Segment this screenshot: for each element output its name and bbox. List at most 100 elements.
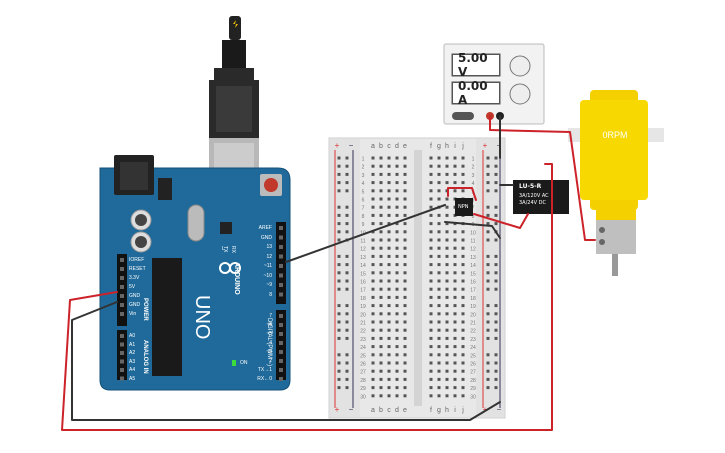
breadboard-hole[interactable] bbox=[461, 320, 465, 324]
breadboard-hole[interactable] bbox=[437, 295, 441, 299]
breadboard-hole[interactable] bbox=[371, 263, 375, 267]
breadboard-hole[interactable] bbox=[461, 328, 465, 332]
breadboard-hole[interactable] bbox=[387, 222, 391, 226]
digital-header-pin[interactable] bbox=[279, 377, 283, 381]
analog-header-pin[interactable] bbox=[120, 342, 124, 347]
breadboard-hole[interactable] bbox=[395, 369, 399, 373]
breadboard-hole[interactable] bbox=[395, 394, 399, 398]
rail-hole[interactable] bbox=[486, 189, 490, 193]
rail-hole[interactable] bbox=[345, 181, 349, 185]
breadboard-hole[interactable] bbox=[461, 304, 465, 308]
power-header-pin[interactable] bbox=[120, 312, 124, 316]
breadboard-hole[interactable] bbox=[395, 386, 399, 390]
breadboard-hole[interactable] bbox=[453, 254, 457, 258]
rail-hole[interactable] bbox=[494, 181, 498, 185]
breadboard-hole[interactable] bbox=[379, 377, 383, 381]
breadboard-hole[interactable] bbox=[371, 304, 375, 308]
rail-hole[interactable] bbox=[494, 156, 498, 160]
rail-hole[interactable] bbox=[494, 238, 498, 242]
rail-hole[interactable] bbox=[494, 304, 498, 308]
breadboard-hole[interactable] bbox=[461, 172, 465, 176]
breadboard-hole[interactable] bbox=[387, 156, 391, 160]
rail-hole[interactable] bbox=[494, 222, 498, 226]
breadboard-hole[interactable] bbox=[379, 205, 383, 209]
breadboard-hole[interactable] bbox=[403, 369, 407, 373]
breadboard-hole[interactable] bbox=[403, 164, 407, 168]
digital-header-pin[interactable] bbox=[279, 332, 283, 336]
rail-hole[interactable] bbox=[337, 336, 341, 340]
rail-hole[interactable] bbox=[337, 304, 341, 308]
power-header-pin[interactable] bbox=[120, 267, 124, 271]
breadboard-hole[interactable] bbox=[429, 164, 433, 168]
breadboard-hole[interactable] bbox=[461, 181, 465, 185]
breadboard-hole[interactable] bbox=[395, 189, 399, 193]
breadboard-hole[interactable] bbox=[461, 295, 465, 299]
breadboard-hole[interactable] bbox=[379, 263, 383, 267]
breadboard-hole[interactable] bbox=[437, 213, 441, 217]
breadboard-hole[interactable] bbox=[453, 353, 457, 357]
breadboard-hole[interactable] bbox=[445, 377, 449, 381]
rail-hole[interactable] bbox=[337, 164, 341, 168]
rail-hole[interactable] bbox=[494, 205, 498, 209]
breadboard-hole[interactable] bbox=[437, 246, 441, 250]
breadboard-hole[interactable] bbox=[387, 230, 391, 234]
breadboard-hole[interactable] bbox=[437, 263, 441, 267]
breadboard-hole[interactable] bbox=[429, 279, 433, 283]
breadboard-hole[interactable] bbox=[403, 230, 407, 234]
digital-header-pin[interactable] bbox=[279, 368, 283, 372]
breadboard-hole[interactable] bbox=[453, 189, 457, 193]
breadboard-hole[interactable] bbox=[453, 320, 457, 324]
rail-hole[interactable] bbox=[345, 263, 349, 267]
breadboard[interactable] bbox=[328, 137, 506, 419]
rail-hole[interactable] bbox=[337, 156, 341, 160]
digital-header-pin[interactable] bbox=[279, 359, 283, 363]
rail-hole[interactable] bbox=[345, 287, 349, 291]
rail-hole[interactable] bbox=[337, 213, 341, 217]
rail-hole[interactable] bbox=[337, 172, 341, 176]
breadboard-hole[interactable] bbox=[395, 279, 399, 283]
rail-hole[interactable] bbox=[345, 222, 349, 226]
rail-hole[interactable] bbox=[486, 205, 490, 209]
breadboard-hole[interactable] bbox=[445, 213, 449, 217]
rail-hole[interactable] bbox=[345, 377, 349, 381]
breadboard-hole[interactable] bbox=[395, 181, 399, 185]
breadboard-hole[interactable] bbox=[429, 230, 433, 234]
breadboard-hole[interactable] bbox=[429, 172, 433, 176]
breadboard-hole[interactable] bbox=[429, 197, 433, 201]
breadboard-hole[interactable] bbox=[437, 181, 441, 185]
rail-hole[interactable] bbox=[486, 320, 490, 324]
breadboard-hole[interactable] bbox=[445, 336, 449, 340]
breadboard-hole[interactable] bbox=[437, 230, 441, 234]
breadboard-hole[interactable] bbox=[403, 254, 407, 258]
rail-hole[interactable] bbox=[494, 164, 498, 168]
breadboard-hole[interactable] bbox=[445, 164, 449, 168]
breadboard-hole[interactable] bbox=[461, 230, 465, 234]
rail-hole[interactable] bbox=[337, 353, 341, 357]
breadboard-hole[interactable] bbox=[371, 197, 375, 201]
breadboard-hole[interactable] bbox=[387, 312, 391, 316]
breadboard-hole[interactable] bbox=[403, 377, 407, 381]
breadboard-hole[interactable] bbox=[387, 189, 391, 193]
breadboard-hole[interactable] bbox=[387, 197, 391, 201]
breadboard-hole[interactable] bbox=[379, 156, 383, 160]
breadboard-hole[interactable] bbox=[437, 304, 441, 308]
rail-hole[interactable] bbox=[337, 361, 341, 365]
breadboard-hole[interactable] bbox=[461, 238, 465, 242]
breadboard-hole[interactable] bbox=[395, 287, 399, 291]
breadboard-hole[interactable] bbox=[437, 279, 441, 283]
breadboard-hole[interactable] bbox=[437, 369, 441, 373]
breadboard-hole[interactable] bbox=[461, 254, 465, 258]
breadboard-hole[interactable] bbox=[379, 369, 383, 373]
rail-hole[interactable] bbox=[345, 353, 349, 357]
breadboard-hole[interactable] bbox=[453, 377, 457, 381]
rail-hole[interactable] bbox=[494, 369, 498, 373]
rail-hole[interactable] bbox=[345, 279, 349, 283]
breadboard-hole[interactable] bbox=[429, 386, 433, 390]
breadboard-hole[interactable] bbox=[453, 164, 457, 168]
breadboard-hole[interactable] bbox=[445, 254, 449, 258]
breadboard-hole[interactable] bbox=[387, 336, 391, 340]
breadboard-hole[interactable] bbox=[461, 336, 465, 340]
breadboard-hole[interactable] bbox=[387, 377, 391, 381]
breadboard-hole[interactable] bbox=[461, 345, 465, 349]
rail-hole[interactable] bbox=[494, 377, 498, 381]
